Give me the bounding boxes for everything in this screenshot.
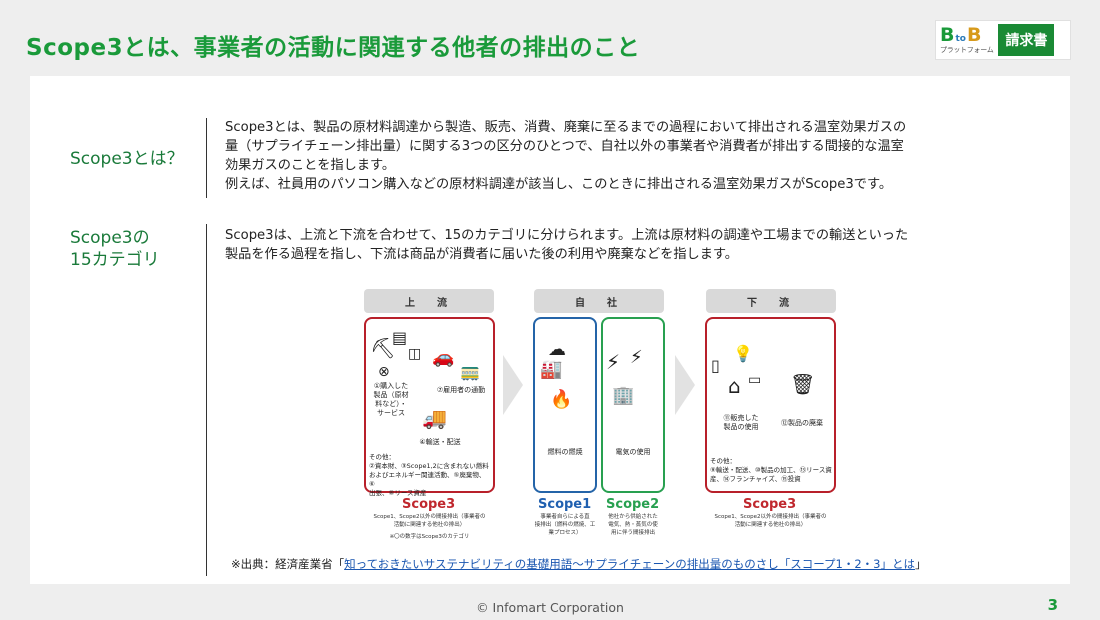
smoke-icon: ☁ bbox=[548, 339, 566, 360]
power-tower-icon: ⚡ bbox=[606, 350, 621, 374]
section2-label-line: 15カテゴリ bbox=[70, 250, 160, 270]
materials-icon: ▤ bbox=[392, 328, 408, 347]
fire-icon: 🔥 bbox=[550, 389, 573, 410]
section1-label: Scope3とは？ bbox=[70, 149, 184, 169]
arrow-right-icon bbox=[675, 355, 695, 415]
page-title: Scope3とは、事業者の活動に関連する他者の排出のこと bbox=[26, 35, 641, 61]
section2-divider bbox=[206, 224, 207, 576]
scope1-box bbox=[533, 317, 597, 493]
upstream-footnote: ※〇の数字はScope3のカテゴリ bbox=[389, 534, 470, 540]
scope2-box bbox=[601, 317, 665, 493]
source-suffix: 」 bbox=[914, 557, 927, 571]
downstream-scope-note: Scope1、Scope2以外の間接排出（事業者の 活動に関連する他社の排出） bbox=[714, 514, 827, 528]
section2-label: Scope3の 15カテゴリ bbox=[70, 227, 160, 271]
downstream-other: その他： ⑨輸送・配送、⑩製品の加工、⑬リース資 産、⑭フランチャイズ、⑮投資 bbox=[710, 457, 832, 483]
logo-subtitle: プラットフォーム bbox=[940, 45, 994, 54]
logo-b2: B bbox=[966, 23, 982, 46]
source-link[interactable]: 知っておきたいサステナビリティの基礎用語～サプライチェーンの排出量のものさし「ス… bbox=[344, 557, 915, 571]
truck-icon: 🚚 bbox=[422, 406, 447, 430]
arrow-right-icon bbox=[503, 355, 523, 415]
downstream-item12: ⑫製品の廃棄 bbox=[781, 419, 823, 427]
downstream-item11: ⑪販売した 製品の使用 bbox=[723, 414, 759, 431]
upstream-scope-label: Scope3 bbox=[402, 497, 456, 512]
copyright: © Infomart Corporation bbox=[476, 600, 624, 615]
section2-label-line: Scope3の bbox=[70, 228, 150, 248]
upstream-scope-note: Scope1、Scope2以外の間接排出（事業者の 活動に関連する他社の排出） bbox=[373, 514, 486, 528]
upstream-item7: ⑦雇用者の通勤 bbox=[436, 386, 486, 394]
building-icon: 🏢 bbox=[612, 385, 635, 406]
fridge-icon: ▯ bbox=[711, 356, 720, 375]
barrel-icon: ◫ bbox=[408, 346, 422, 362]
section2-text: Scope3は、上流と下流を合わせて、15のカテゴリに分けられます。上流は原材料… bbox=[225, 226, 908, 264]
downstream-header: 下 流 bbox=[706, 289, 836, 313]
btob-logo: B to B プラットフォーム 請求書 bbox=[935, 20, 1071, 60]
page-number: 3 bbox=[1047, 596, 1058, 614]
source-citation: ※出典：経済産業省「知っておきたいサステナビリティの基礎用語～サプライチェーンの… bbox=[231, 556, 926, 572]
upstream-box bbox=[364, 317, 495, 493]
scope1-note: 事業者自らによる直 接排出（燃料の燃焼、工 業プロセス） bbox=[534, 514, 596, 536]
upstream-header: 上 流 bbox=[364, 289, 494, 313]
lamp-icon: 💡 bbox=[733, 344, 753, 363]
scope2-label: Scope2 bbox=[606, 497, 660, 512]
source-prefix: ※出典：経済産業省「 bbox=[231, 557, 345, 571]
logo-mark: B to B プラットフォーム bbox=[940, 23, 994, 55]
car-icon: 🚗 bbox=[432, 347, 455, 368]
section1-line: 効果ガスのことを指します。 bbox=[225, 158, 396, 173]
upstream-item1: ①購入した 製品（原材 料など）・ サービス bbox=[373, 382, 409, 417]
electricity-label: 電気の使用 bbox=[615, 448, 651, 456]
house-icon: ⌂ bbox=[728, 374, 741, 398]
section1-line: 量（サプライチェーン排出量）に関する3つの区分のひとつで、自社以外の事業者や消費… bbox=[225, 139, 904, 154]
downstream-scope-label: Scope3 bbox=[743, 497, 797, 512]
aircon-icon: ▭ bbox=[748, 372, 762, 388]
factory-icon: 🏭 bbox=[540, 359, 563, 380]
section1-line: 例えば、社員用のパソコン購入などの原材料調達が該当し、このときに排出される温室効… bbox=[225, 177, 893, 192]
company-header: 自 社 bbox=[534, 289, 664, 313]
scope1-label: Scope1 bbox=[538, 497, 592, 512]
logo-b1: B bbox=[940, 23, 955, 46]
transmission-icon: ⚡ bbox=[630, 347, 643, 368]
train-icon: 🚃 bbox=[460, 362, 480, 381]
logo-to: to bbox=[955, 33, 966, 44]
pickaxe-icon: ⛏ bbox=[370, 336, 396, 360]
section1-line: Scope3とは、製品の原材料調達から製造、販売、消費、廃棄に至るまでの過程にお… bbox=[225, 120, 907, 135]
logo-product: 請求書 bbox=[998, 24, 1055, 56]
section1-text: Scope3とは、製品の原材料調達から製造、販売、消費、廃棄に至るまでの過程にお… bbox=[225, 118, 906, 194]
scope2-note: 他社から供給された 電気、熱・蒸気の使 用に伴う間接排出 bbox=[608, 514, 658, 536]
section1-divider bbox=[206, 118, 207, 198]
upstream-item4: ④輸送・配送 bbox=[419, 438, 461, 446]
upstream-other: その他： ②資本財、③Scope1,2に含まれない燃料 およびエネルギー関連活動… bbox=[369, 453, 489, 497]
downstream-box bbox=[705, 317, 836, 493]
section2-line: Scope3は、上流と下流を合わせて、15のカテゴリに分けられます。上流は原材料… bbox=[225, 228, 909, 243]
lumber-icon: ⊗ bbox=[378, 364, 390, 380]
section2-line: 製品を作る過程を指し、下流は商品が消費者に届いた後の利用や廃棄などを指します。 bbox=[225, 247, 738, 262]
fuel-label: 燃料の燃焼 bbox=[547, 448, 583, 456]
trash-can-icon: 🗑 bbox=[790, 372, 816, 396]
